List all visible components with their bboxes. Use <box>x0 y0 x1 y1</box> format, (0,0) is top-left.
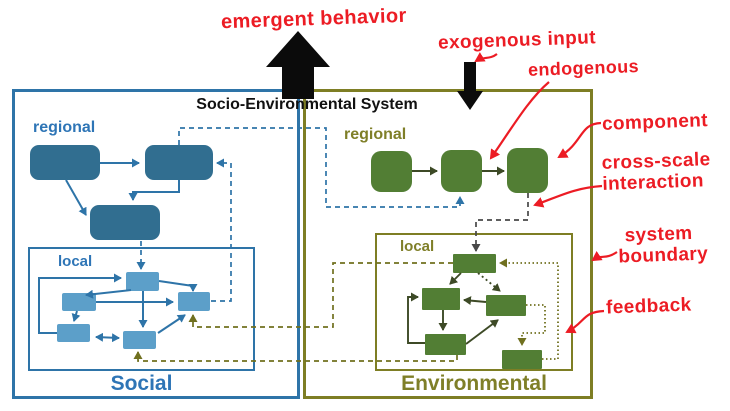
env-local-node-1 <box>453 254 496 273</box>
dashed-social-regional-to-env-regional <box>178 127 465 208</box>
exogenous-input-arrow <box>457 62 483 110</box>
env-local-node-2 <box>422 288 460 310</box>
arrow-local4-loop-to-local1 <box>38 273 122 334</box>
social-local-node-1 <box>126 272 159 291</box>
arrow-env-local1-to-2 <box>449 272 462 285</box>
arrow-local1-to-local2 <box>85 289 132 299</box>
env-regional-node-3 <box>507 148 548 193</box>
emergent-behavior-arrow <box>266 31 330 99</box>
social-local-scale-box <box>28 247 255 371</box>
env-system-label: Environmental <box>401 372 547 395</box>
arrow-local5-to-local3 <box>157 314 186 334</box>
feedback-dashed-links <box>133 262 458 362</box>
pointer-cross-scale-interaction <box>533 184 603 208</box>
dotted-env-local5-to-1 <box>499 258 559 360</box>
env-local-label: local <box>400 238 435 255</box>
blue-dashed-links <box>136 127 465 302</box>
env-regional-label: regional <box>344 126 407 143</box>
arrow-env-local3-to-2 <box>463 296 487 306</box>
arrow-regional2-to-regional3 <box>128 180 180 201</box>
social-system-boundary-box <box>12 89 300 399</box>
social-local-node-3 <box>178 292 210 311</box>
social-system-label: Social <box>110 372 173 395</box>
env-regional-node-2 <box>441 150 482 192</box>
arrow-local2-to-local4 <box>71 310 81 322</box>
dashed-env-regional3-to-env-local1 <box>471 193 529 252</box>
feedback-env1-to-social-local3 <box>188 262 453 328</box>
social-solid-arrows <box>38 158 198 343</box>
social-regional-node-3 <box>90 205 160 240</box>
dotted-env-local1-to-3 <box>477 272 501 292</box>
pointer-feedback <box>565 309 605 334</box>
social-regional-node-2 <box>145 145 213 180</box>
env-dotted-loops <box>499 258 559 360</box>
env-local-node-3 <box>486 295 526 316</box>
social-regional-node-1 <box>30 145 100 180</box>
environmental-system-boundary-box <box>303 89 593 399</box>
arrow-local4-local5-bidirectional <box>95 332 120 343</box>
feedback-env4-to-social-local5 <box>133 351 458 362</box>
pointer-endogenous <box>489 81 550 160</box>
dashed-local3-to-regional2 <box>211 158 232 302</box>
social-local-node-4 <box>57 324 90 342</box>
page-title: Socio-Environmental System <box>196 96 418 113</box>
env-solid-arrows <box>407 166 505 345</box>
arrow-env-local4-loop-to-2 <box>407 292 425 344</box>
social-local-label: local <box>58 253 93 270</box>
env-local-node-5 <box>502 350 542 369</box>
red-pointer-arrows <box>474 52 618 334</box>
env-local-node-4 <box>425 334 466 355</box>
pointer-exogenous-input <box>474 52 498 63</box>
arrow-env-local4-to-3 <box>465 319 499 345</box>
arrow-local1-to-local3 <box>158 280 198 292</box>
pointer-component <box>557 121 602 159</box>
social-local-node-5 <box>123 331 156 349</box>
environmental-local-scale-box <box>375 233 573 371</box>
env-regional-node-1 <box>371 151 412 192</box>
social-regional-label: regional <box>33 119 96 136</box>
dotted-env-local3-to-5 <box>517 304 546 346</box>
pointer-system-boundary <box>591 250 618 262</box>
arrow-regional1-to-regional3 <box>65 179 87 216</box>
